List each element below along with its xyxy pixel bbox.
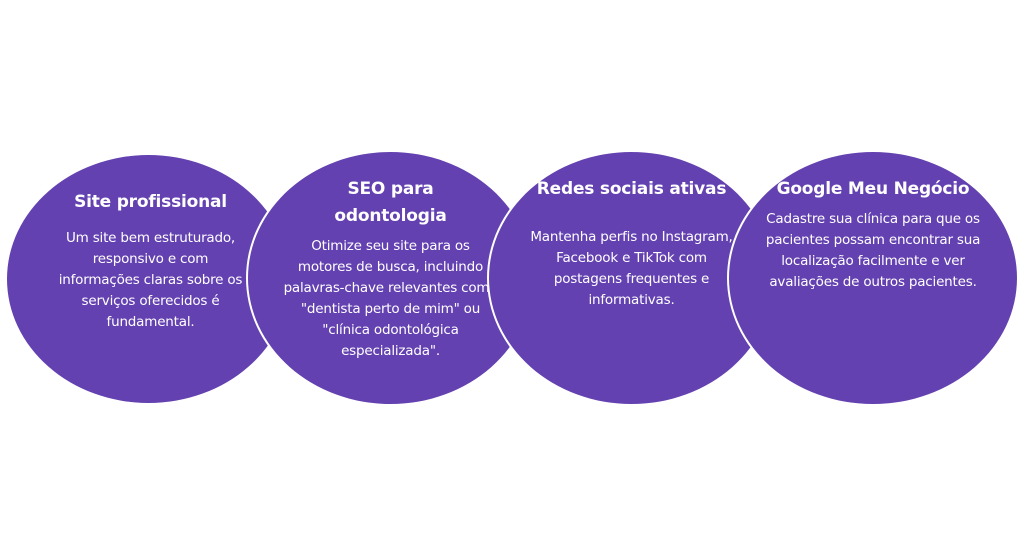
card-description: Otimize seu site para os motores de busc… bbox=[283, 238, 498, 359]
card-title: SEO para odontologia bbox=[334, 179, 447, 226]
card-description: Um site bem estruturado, responsivo e co… bbox=[58, 230, 243, 330]
card-site-profissional: Site profissional Um site bem estruturad… bbox=[5, 153, 292, 405]
card-title: Site profissional bbox=[74, 192, 227, 212]
card-title: Redes sociais ativas bbox=[536, 179, 727, 199]
card-description: Cadastre sua clínica para que os pacient… bbox=[765, 211, 981, 290]
card-seo-odontologia: SEO para odontologia Otimize seu site pa… bbox=[246, 150, 535, 406]
card-google-meu-negocio: Google Meu Negócio Cadastre sua clínica … bbox=[727, 150, 1019, 406]
card-description: Mantenha perfis no Instagram, Facebook e… bbox=[530, 229, 733, 308]
card-title: Google Meu Negócio bbox=[776, 179, 970, 199]
